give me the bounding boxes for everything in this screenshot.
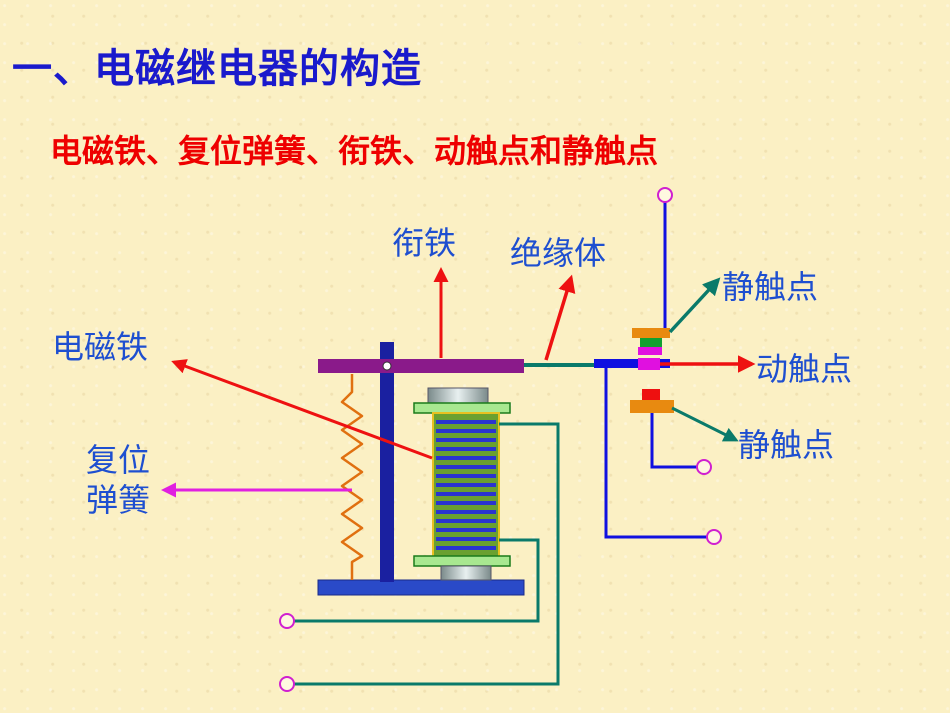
label-electromagnet: 电磁铁 [52,328,149,366]
moving-contact-wire [604,368,714,539]
pivot-point [382,361,392,371]
label-static-contact-bottom: 静触点 [738,426,835,464]
label-reset-spring-line2: 弹簧 [86,481,151,519]
lower-static-terminal [696,459,712,475]
label-reset-spring-line1: 复位 [86,441,151,479]
moving-contact-arm [594,359,670,368]
reset-spring [340,374,364,580]
label-reset-spring: 复位 弹簧 [86,440,150,520]
arrow-electromagnet [171,359,433,460]
lower-static-point [642,389,660,401]
page-title: 一、电磁继电器的构造 [12,46,422,92]
base-plate [317,579,525,596]
lower-static-wire [650,413,697,469]
armature-bar [318,359,524,373]
arrow-static-bottom [671,406,739,442]
arrow-static-top [668,277,721,334]
coil-wire-top [287,422,560,686]
arrow-insulator [544,274,576,361]
page-subtitle: 电磁铁、复位弹簧、衔铁、动触点和静触点 [50,132,659,170]
support-post [380,342,394,582]
moving-contact-terminal [706,529,722,545]
upper-static-mount [632,328,670,338]
upper-static-terminal [657,187,673,203]
upper-static-point [640,338,662,347]
coil-flange-top [413,402,511,414]
coil-flange-bottom [413,555,511,567]
moving-contact-point [638,358,660,370]
label-insulator: 绝缘体 [510,234,607,272]
label-armature: 衔铁 [392,224,457,262]
upper-static-tip [638,347,662,355]
core-bottom [440,565,492,581]
coil-terminal-2 [279,676,295,692]
coil-windings [436,420,496,550]
label-static-contact-top: 静触点 [722,268,819,306]
label-moving-contact: 动触点 [756,350,853,388]
coil-terminal-1 [279,613,295,629]
coil-wire-bottom [287,538,540,623]
lower-static-mount [630,400,674,413]
